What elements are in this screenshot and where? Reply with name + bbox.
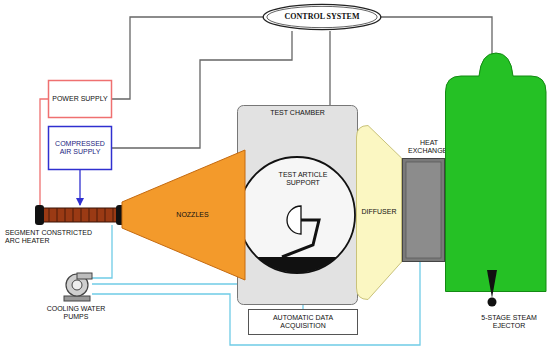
data-acquisition-box: AUTOMATIC DATA ACQUISITION xyxy=(248,309,358,335)
connector-line xyxy=(92,283,237,284)
edge-group xyxy=(40,17,492,345)
connector-line xyxy=(40,99,48,205)
connector-line xyxy=(79,170,80,205)
node-label: COOLING WATER PUMPS xyxy=(35,305,117,321)
node-label: DIFFUSER xyxy=(362,208,397,216)
node-label: AUTOMATIC DATA ACQUISITION xyxy=(251,314,355,330)
cooling-pump-shape xyxy=(60,272,92,302)
connector-line xyxy=(92,225,112,278)
heat-exchanger: HEAT EXCHANGER xyxy=(402,158,445,262)
air-supply-box: COMPRESSED AIR SUPPLY xyxy=(48,126,112,170)
nozzle-cone: NOZZLES xyxy=(122,150,245,280)
connector-line xyxy=(302,305,303,309)
connector-line xyxy=(329,31,330,105)
node-label: POWER SUPPLY xyxy=(52,95,108,103)
node-label: NOZZLES xyxy=(176,211,208,219)
node-label: CONTROL SYSTEM xyxy=(285,12,360,21)
node-label: TEST CHAMBER xyxy=(237,109,358,117)
control-ellipse: CONTROL SYSTEM xyxy=(262,3,382,31)
test-chamber: TEST CHAMBER TEST ARTICLE SUPPORT xyxy=(237,105,358,305)
node-label: SEGMENT CONSTRICTED ARC HEATER xyxy=(5,229,100,245)
node-label: COMPRESSED AIR SUPPLY xyxy=(51,140,109,156)
node-label: 5-STAGE STEAM EJECTOR xyxy=(473,314,545,330)
steam-ejector-shape xyxy=(445,52,547,292)
power-supply-box: POWER SUPPLY xyxy=(48,80,112,118)
connector-line xyxy=(112,17,263,99)
test-chamber-shape xyxy=(237,105,358,305)
steam-ejector: 5-STAGE STEAM EJECTOR xyxy=(445,52,547,292)
cooling-pump: COOLING WATER PUMPS xyxy=(60,272,92,302)
arc-heater-shape xyxy=(35,205,125,225)
diffuser: DIFFUSER xyxy=(356,125,402,300)
heat-exchanger-shape xyxy=(402,158,445,262)
arc-heater: SEGMENT CONSTRICTED ARC HEATER xyxy=(35,205,125,225)
node-label: HEAT EXCHANGER xyxy=(408,139,450,155)
connector-line xyxy=(381,17,492,60)
part-label: TEST ARTICLE SUPPORT xyxy=(277,171,329,187)
